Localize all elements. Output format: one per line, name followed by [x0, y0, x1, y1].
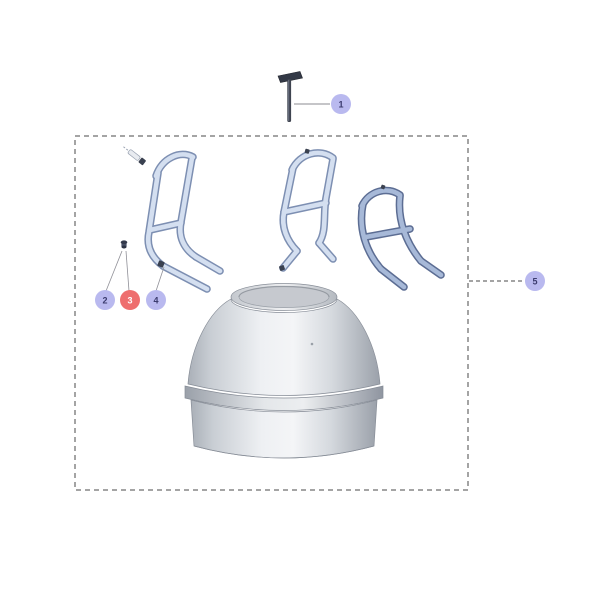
callout-5-circle[interactable] — [525, 271, 545, 291]
t-bolt-part — [277, 71, 303, 122]
callout-1-label: 1 — [338, 100, 343, 110]
dome-vent-dot — [310, 342, 314, 346]
bracket-left-clamp — [157, 260, 165, 268]
callout-1-circle[interactable] — [331, 94, 351, 114]
callout-4[interactable]: 4 — [146, 290, 166, 310]
callout-5-label: 5 — [532, 277, 537, 287]
callout-3-circle[interactable] — [120, 290, 140, 310]
dome-rim-band — [184, 385, 384, 411]
grommet-part — [120, 240, 128, 249]
callout-5[interactable]: 5 — [525, 271, 545, 291]
bracket-left-part — [148, 154, 220, 289]
dome-bell — [187, 298, 381, 396]
callout-2-circle[interactable] — [95, 290, 115, 310]
callout-3-leader — [125, 250, 130, 292]
callout-2[interactable]: 2 — [95, 290, 115, 310]
callout-2-label: 2 — [102, 296, 107, 306]
callout-2-leader — [105, 250, 123, 292]
parts-boundary-box — [74, 135, 469, 491]
bracket-right-part — [362, 184, 441, 287]
callout-4-label: 4 — [153, 296, 158, 306]
dome-cover-part — [184, 283, 384, 459]
callout-4-leader — [155, 266, 165, 292]
callout-1[interactable]: 1 — [331, 94, 351, 114]
bracket-middle-part — [279, 148, 333, 272]
callout-3-label: 3 — [127, 296, 132, 306]
callout-3[interactable]: 3 — [120, 290, 140, 310]
callout-4-circle[interactable] — [146, 290, 166, 310]
small-screw-part — [123, 146, 146, 166]
